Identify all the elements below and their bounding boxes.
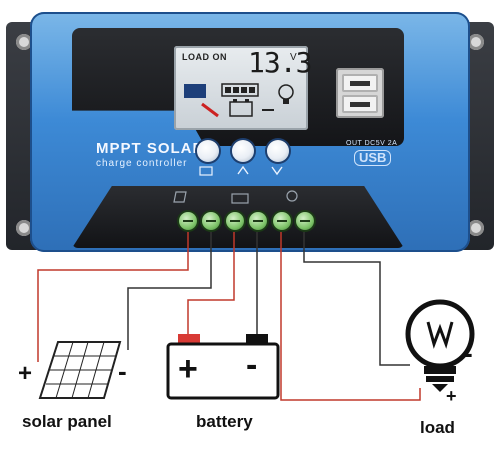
solar-symbol-icon xyxy=(173,191,187,203)
terminal-symbols xyxy=(173,190,298,204)
load-minus-sign: - xyxy=(464,338,473,368)
wire-battery-positive xyxy=(187,232,235,336)
brand-title: MPPT SOLAR xyxy=(96,140,205,157)
up-button[interactable] xyxy=(232,140,254,162)
usb-rating-label: OUT DC5V 2A xyxy=(346,140,398,147)
lcd-battery-icon xyxy=(229,99,253,117)
wire-solar-positive xyxy=(37,232,189,362)
usb-port[interactable] xyxy=(342,95,378,113)
up-arrow-icon xyxy=(237,165,249,175)
menu-button[interactable] xyxy=(197,140,219,162)
solar-plus-sign: + xyxy=(18,360,33,387)
usb-logo: USB xyxy=(354,150,392,166)
battery-icon xyxy=(166,334,280,400)
mount-hole xyxy=(468,220,484,236)
solar-panel-icon xyxy=(38,341,122,399)
terminal-solar-positive[interactable] xyxy=(179,212,197,230)
wire-solar-negative xyxy=(127,232,212,350)
lcd-status: LOAD ON xyxy=(182,52,227,62)
lcd-solar-icon xyxy=(184,84,219,118)
usb-port-block xyxy=(336,68,384,118)
load-bulb-icon xyxy=(405,299,475,392)
battery-label: battery xyxy=(196,412,253,431)
lcd-battery-bars-icon xyxy=(221,83,259,97)
mount-hole xyxy=(16,220,32,236)
terminal-battery-positive[interactable] xyxy=(226,212,244,230)
button-icons xyxy=(199,165,283,176)
lcd-icons xyxy=(184,83,294,118)
screen-icon xyxy=(199,166,213,176)
lcd-bulb-icon xyxy=(278,84,294,104)
usb-port[interactable] xyxy=(342,74,378,92)
load-label: load xyxy=(420,418,455,437)
wire-load-positive xyxy=(280,232,421,401)
terminal-battery-negative[interactable] xyxy=(249,212,267,230)
mount-hole xyxy=(16,34,32,50)
bulb-symbol-icon xyxy=(286,190,298,202)
terminal-load-positive[interactable] xyxy=(273,212,291,230)
brand-subtitle: charge controller xyxy=(96,158,188,169)
wire-load-negative xyxy=(303,232,410,366)
mount-hole xyxy=(468,34,484,50)
lcd-value: 13.3 xyxy=(248,46,312,79)
lcd-unit: V xyxy=(290,52,297,63)
terminal-solar-negative[interactable] xyxy=(202,212,220,230)
down-button[interactable] xyxy=(267,140,289,162)
battery-minus-sign: - xyxy=(246,346,258,384)
load-plus-sign: + xyxy=(446,386,457,406)
battery-plus-sign: + xyxy=(178,350,198,388)
terminal-load-negative[interactable] xyxy=(296,212,314,230)
battery-symbol-icon xyxy=(231,193,249,204)
lcd-display: LOAD ON 13.3 V xyxy=(174,46,312,130)
solar-minus-sign: - xyxy=(118,356,127,386)
solar-panel-label: solar panel xyxy=(22,412,112,431)
down-arrow-icon xyxy=(271,166,283,176)
